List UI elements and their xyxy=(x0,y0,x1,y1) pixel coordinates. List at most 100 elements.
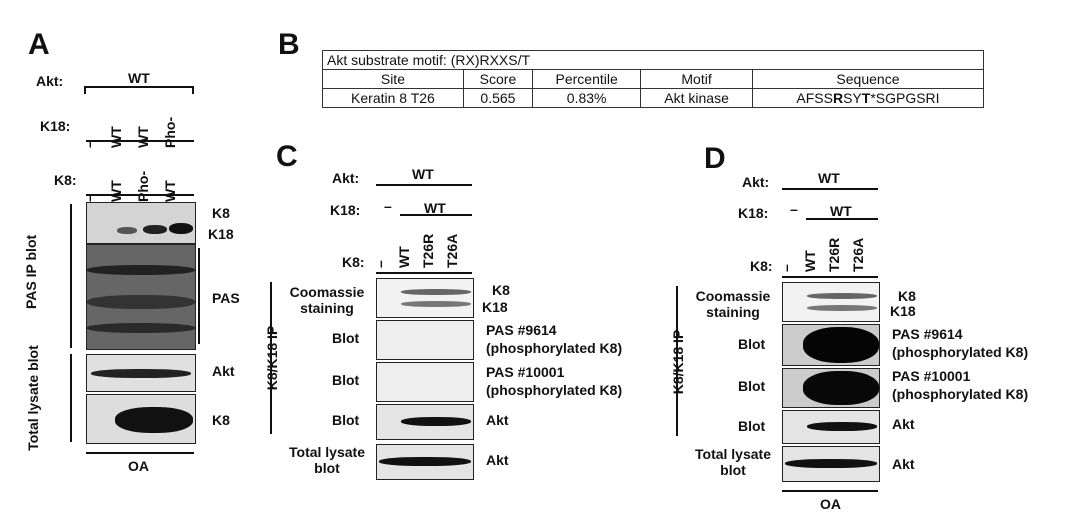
pas-bracket xyxy=(198,248,200,344)
total-lysate-k8-blot xyxy=(86,394,196,444)
akt-label: Akt: xyxy=(36,73,64,89)
d-row-blot-2: Blot xyxy=(738,378,766,394)
band-label-pas: PAS xyxy=(212,290,240,306)
c-coomassie-blot xyxy=(376,278,474,318)
pas-ip-blot-k8 xyxy=(86,202,196,244)
d-k18-label: K18: xyxy=(738,205,769,221)
total-lysate-akt-blot xyxy=(86,354,196,392)
c-k8-lane-1: – xyxy=(372,260,388,268)
oa-bracket xyxy=(86,452,194,454)
d-k8-label: K8: xyxy=(750,258,773,274)
cell-sequence: AFSSRSYT*SGPGSRI xyxy=(751,88,985,108)
header-score: Score xyxy=(462,69,534,89)
k8-label: K8: xyxy=(54,172,77,188)
c-label-k8: K8 xyxy=(492,282,510,298)
total-lysate-label: Total lysate blot xyxy=(25,345,41,451)
c-k18-label: K18: xyxy=(330,202,361,218)
c-ip-label: K8/K18 IP xyxy=(264,325,280,391)
c-akt-value: WT xyxy=(412,166,434,182)
akt-bracket-left xyxy=(84,86,86,94)
c-akt-bracket xyxy=(376,184,472,186)
c-row-blot-1: Blot xyxy=(332,330,360,346)
c-k8-lane-2: WT xyxy=(396,246,412,268)
d-label-akt: Akt xyxy=(892,416,915,432)
panel-d-label: D xyxy=(704,142,726,175)
k18-lane-brackets xyxy=(86,140,194,142)
header-site: Site xyxy=(322,69,464,89)
band-label-k8: K8 xyxy=(212,205,230,221)
k18-lane-4: Pho- xyxy=(162,116,178,148)
c-k8-lane-4: T26A xyxy=(444,233,460,268)
d-k18-wt: WT xyxy=(830,203,852,219)
d-pas10001-blot xyxy=(782,368,880,408)
c-total-lysate-blot xyxy=(376,444,474,480)
c-label-akt: Akt xyxy=(486,412,509,428)
d-coomassie-blot xyxy=(782,282,880,322)
d-row-blot-3: Blot xyxy=(738,418,766,434)
d-akt-ip-blot xyxy=(782,410,880,444)
akt-bracket-right xyxy=(192,86,194,94)
d-label-pas9614: PAS #9614 xyxy=(892,326,963,342)
pas-ip-label: PAS IP blot xyxy=(23,234,39,309)
akt-bracket xyxy=(84,86,194,88)
c-row-coomassie: Coomassie staining xyxy=(289,284,365,316)
d-label-pas10001: PAS #10001 xyxy=(892,368,971,384)
c-label-akt-total: Akt xyxy=(486,452,509,468)
c-k8-brackets xyxy=(376,272,472,274)
d-k8-lane-4: T26A xyxy=(850,237,866,272)
d-akt-label: Akt: xyxy=(742,174,770,190)
motif-table-title: Akt substrate motif: (RX)RXXS/T xyxy=(322,50,984,70)
d-akt-bracket xyxy=(782,188,878,190)
k8-lane-brackets xyxy=(86,194,194,196)
c-k18-wt: WT xyxy=(424,200,446,216)
d-condition-oa: OA xyxy=(820,496,841,512)
c-row-blot-3: Blot xyxy=(332,412,360,428)
cell-percentile: 0.83% xyxy=(532,88,642,108)
c-row-blot-2: Blot xyxy=(332,372,360,388)
c-pas9614-blot xyxy=(376,320,474,360)
panel-c-label: C xyxy=(276,140,298,173)
motif-table: Akt substrate motif: (RX)RXXS/T Site Sco… xyxy=(322,50,985,108)
d-label-phos-2: (phosphorylated K8) xyxy=(892,386,1029,402)
d-row-total-lysate: Total lysate blot xyxy=(695,446,771,478)
c-k8-lane-3: T26R xyxy=(420,233,436,268)
pas-ip-blot-pas xyxy=(86,244,196,350)
panel-a-label: A xyxy=(28,28,50,61)
d-k8-lane-3: T26R xyxy=(826,237,842,272)
c-row-total-lysate: Total lysate blot xyxy=(289,444,365,476)
d-total-lysate-blot xyxy=(782,446,880,482)
d-label-k8: K8 xyxy=(898,288,916,304)
k18-lane-2: WT xyxy=(108,126,124,148)
d-label-akt-total: Akt xyxy=(892,456,915,472)
d-k8-brackets xyxy=(782,276,878,278)
header-percentile: Percentile xyxy=(532,69,642,89)
c-label-phos-1: (phosphorylated K8) xyxy=(486,340,623,356)
akt-value: WT xyxy=(128,70,150,86)
cell-site: Keratin 8 T26 xyxy=(322,88,464,108)
k8-lane-2: WT xyxy=(108,180,124,202)
c-pas10001-blot xyxy=(376,362,474,402)
d-row-blot-1: Blot xyxy=(738,336,766,352)
d-k18-minus: – xyxy=(790,201,798,217)
c-ip-bracket xyxy=(270,282,272,434)
c-k18-minus: – xyxy=(384,198,392,214)
d-k8-lane-2: WT xyxy=(802,250,818,272)
cell-motif: Akt kinase xyxy=(640,88,753,108)
d-label-k18: K18 xyxy=(890,303,916,319)
k18-lane-3: WT xyxy=(135,126,151,148)
total-lysate-bracket xyxy=(70,354,72,442)
c-label-pas10001: PAS #10001 xyxy=(486,364,565,380)
k18-label: K18: xyxy=(40,118,71,134)
d-k18-bracket xyxy=(806,218,878,220)
c-label-k18: K18 xyxy=(482,299,508,315)
c-akt-label: Akt: xyxy=(332,170,360,186)
k8-lane-4: WT xyxy=(162,180,178,202)
band-label-k18: K18 xyxy=(208,226,234,242)
c-label-phos-2: (phosphorylated K8) xyxy=(486,382,623,398)
pas-ip-bracket xyxy=(70,204,72,348)
cell-score: 0.565 xyxy=(462,88,534,108)
c-k8-label: K8: xyxy=(342,254,365,270)
header-sequence: Sequence xyxy=(751,69,985,89)
d-ip-bracket xyxy=(676,286,678,436)
d-oa-bracket xyxy=(782,490,878,492)
